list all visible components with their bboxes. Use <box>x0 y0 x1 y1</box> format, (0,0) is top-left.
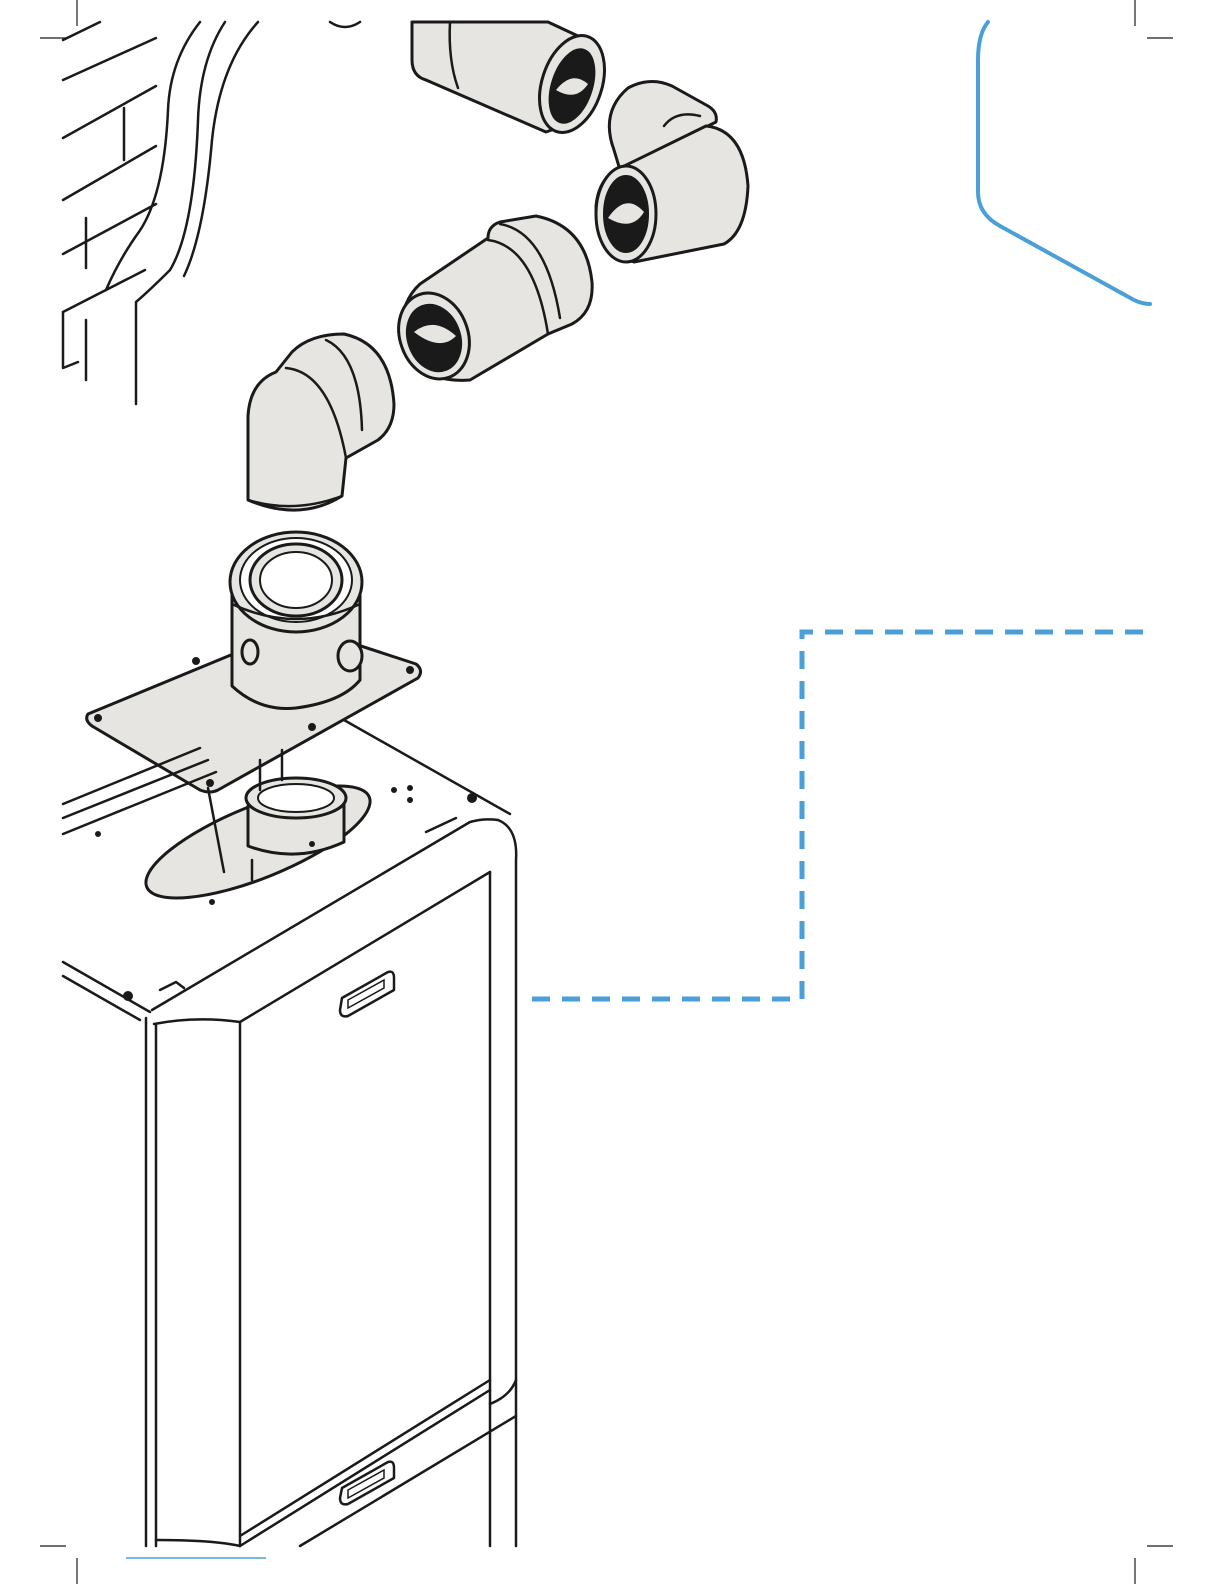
boiler-casing <box>63 720 516 1546</box>
flue-adaptor-with-flange <box>87 532 421 792</box>
elbow-90-degree <box>596 81 748 262</box>
boiler-badge-top <box>340 972 394 1017</box>
extension-pipe-lower <box>387 216 592 389</box>
callout-dashed-frame <box>532 632 1150 999</box>
highlight-frame <box>978 22 1150 304</box>
vertical-elbow <box>248 334 394 510</box>
wall-terminal-elbow <box>412 22 616 141</box>
